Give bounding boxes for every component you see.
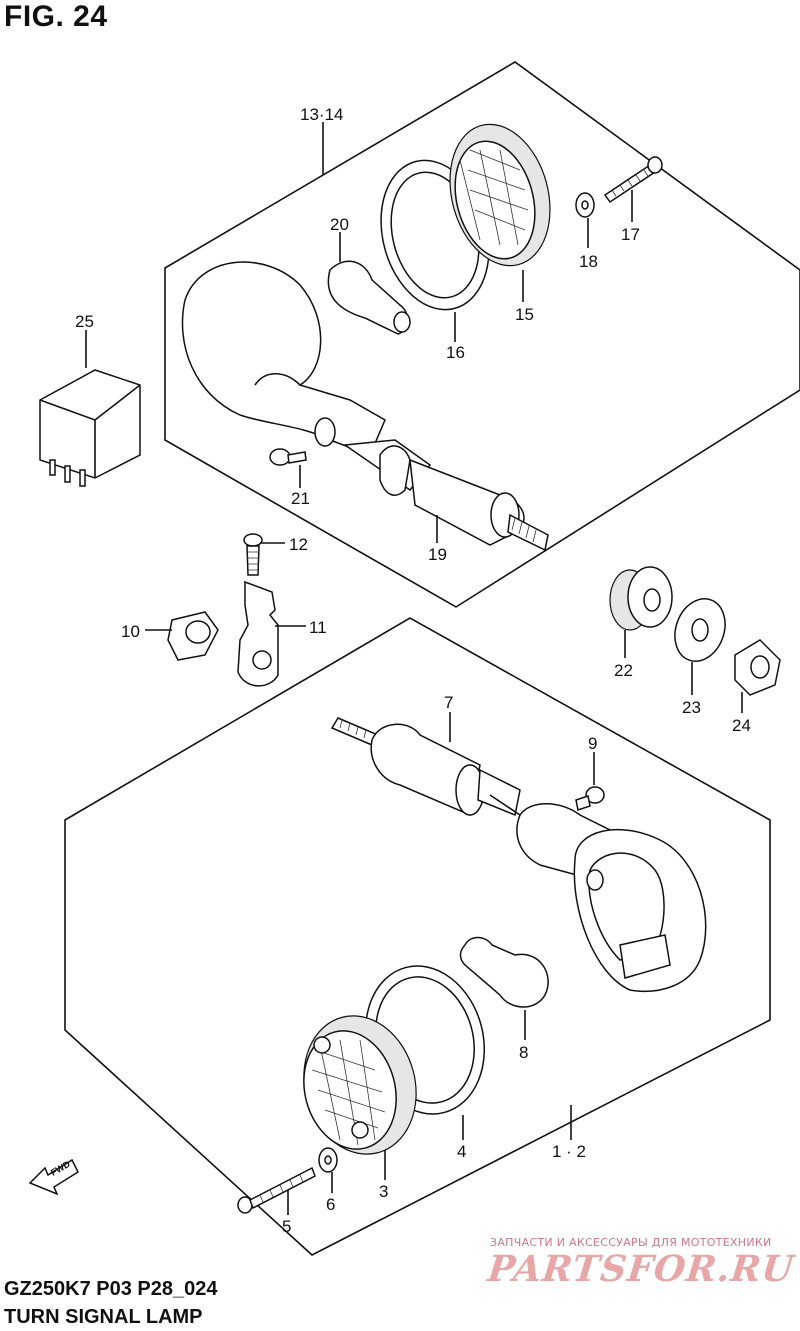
- washer-23: [674, 598, 726, 662]
- bolt-12: [243, 533, 263, 576]
- part-title: TURN SIGNAL LAMP: [4, 1306, 203, 1328]
- callout-15: 15: [515, 305, 534, 324]
- lower-assembly-border: [64, 617, 771, 1256]
- screw-9: [575, 786, 605, 811]
- leader-lines: [85, 122, 743, 1215]
- callout-22: 22: [614, 661, 633, 680]
- watermark-tagline: ЗАПЧАСТИ И АКСЕССУАРЫ ДЛЯ МОТОТЕХНИКИ: [490, 1236, 772, 1249]
- screw-21: [269, 448, 307, 466]
- relay-25: [39, 369, 141, 487]
- callout-18: 18: [579, 252, 598, 271]
- callout-11: 11: [309, 618, 327, 637]
- callout-13-14: 13·14: [300, 105, 343, 124]
- nut-24: [734, 639, 781, 696]
- callout-16: 16: [446, 343, 465, 362]
- bulb-20: [327, 260, 411, 335]
- callout-3: 3: [379, 1182, 388, 1201]
- screw-17: [603, 156, 663, 204]
- callout-1-2: 1 · 2: [552, 1142, 586, 1161]
- screw-5: [237, 1166, 316, 1214]
- callout-19: 19: [428, 545, 447, 564]
- callout-23: 23: [682, 698, 701, 717]
- figure-title: FIG. 24: [4, 0, 108, 33]
- callout-21: 21: [291, 489, 310, 508]
- callout-25: 25: [75, 312, 94, 331]
- callout-20: 20: [330, 215, 349, 234]
- callout-4: 4: [457, 1142, 466, 1161]
- callout-8: 8: [519, 1043, 528, 1062]
- callout-10: 10: [121, 622, 140, 641]
- cushion-22: [609, 566, 673, 631]
- callout-6: 6: [326, 1195, 335, 1214]
- callout-7: 7: [444, 693, 453, 712]
- washer-18: [575, 192, 595, 218]
- turn-signal-housing-upper: [181, 261, 549, 552]
- lens-3: [303, 1015, 417, 1155]
- callout-24: 24: [732, 716, 751, 735]
- upper-assembly-border: [164, 61, 800, 608]
- callout-5: 5: [282, 1217, 291, 1236]
- callout-12: 12: [289, 535, 308, 554]
- model-code: GZ250K7 P03 P28_024: [4, 1278, 218, 1300]
- nut-10: [167, 611, 219, 661]
- callout-numbers: 13·14 20 18 17 15 16 25 21 19 12 10 11 2…: [75, 105, 751, 1236]
- washer-6: [318, 1147, 338, 1173]
- fwd-arrow-icon: FWD: [28, 1159, 79, 1196]
- bulb-8: [459, 936, 549, 1008]
- turn-signal-housing-lower: [330, 717, 707, 992]
- callout-9: 9: [588, 734, 597, 753]
- bracket-11: [237, 580, 279, 687]
- lens-15: [449, 123, 551, 267]
- watermark-logo: PARTSFOR.RU: [485, 1248, 797, 1290]
- callout-17: 17: [621, 225, 640, 244]
